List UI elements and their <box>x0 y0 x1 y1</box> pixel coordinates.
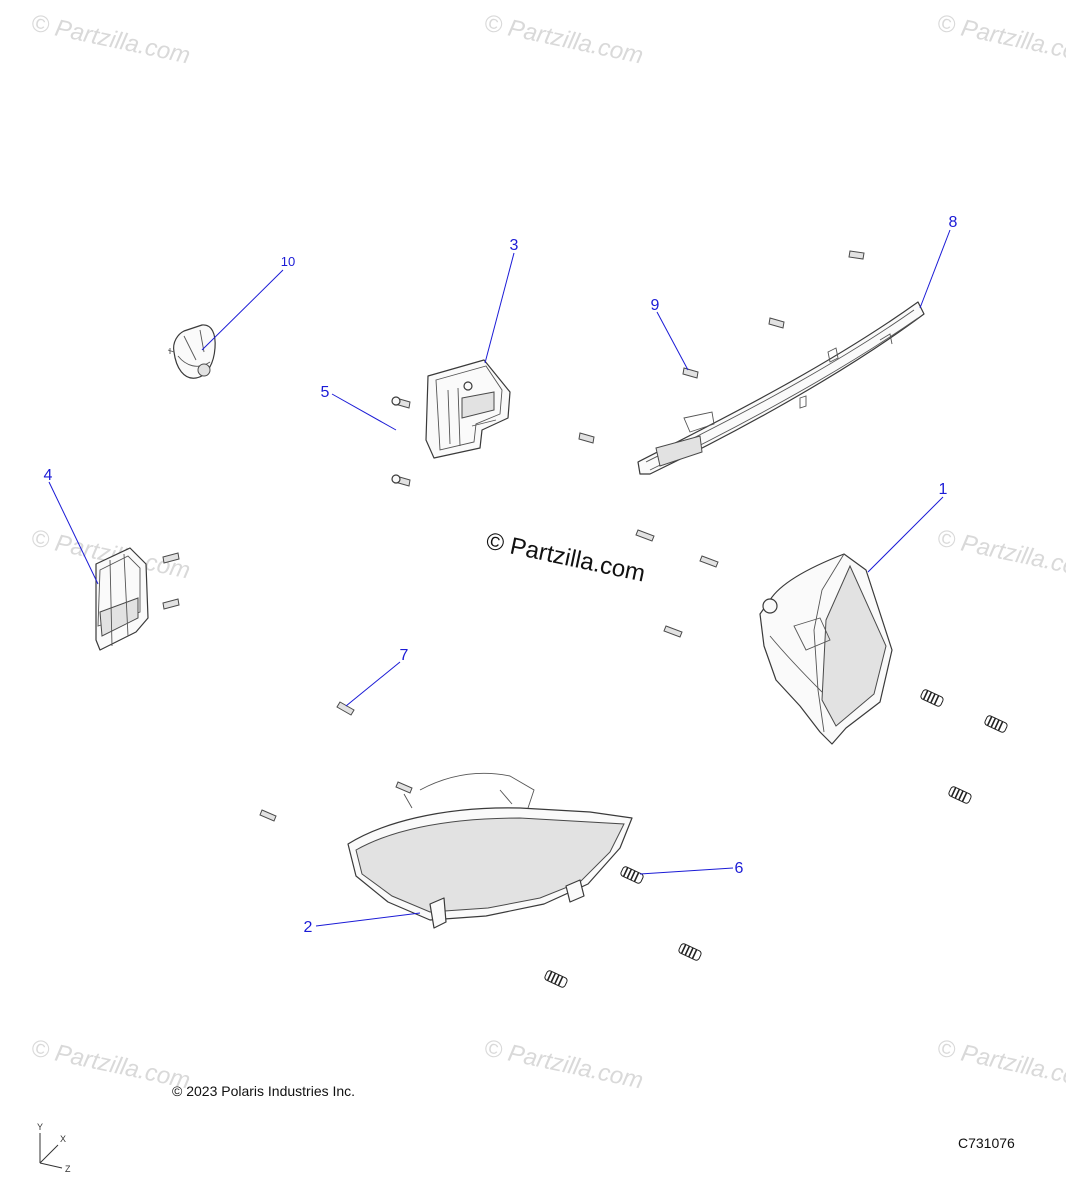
watermark-bottom-center: © Partzilla.com <box>482 1034 646 1094</box>
leader-6 <box>639 867 734 875</box>
screws-part-9 <box>578 250 865 444</box>
part-4-drawing <box>95 547 149 651</box>
callout-8[interactable]: 8 <box>949 214 958 231</box>
watermark-top-left: © Partzilla.com <box>29 9 193 69</box>
center-watermark: © Partzilla.com <box>484 527 648 587</box>
leader-2 <box>315 912 421 927</box>
leader-5 <box>331 393 397 431</box>
leader-10 <box>201 269 284 351</box>
leader-4 <box>48 481 99 585</box>
axis-triad-icon: Y X Z <box>37 1122 71 1174</box>
bolts-part-5 <box>391 396 411 487</box>
callout-4[interactable]: 4 <box>44 467 53 484</box>
leader-1 <box>867 496 944 573</box>
part-10-drawing <box>167 324 216 379</box>
watermark-bottom-left: © Partzilla.com <box>29 1034 193 1094</box>
springs-part-6 <box>544 689 1008 988</box>
callout-9[interactable]: 9 <box>651 297 660 314</box>
leader-7 <box>345 661 401 707</box>
leader-9 <box>656 311 689 371</box>
callout-5[interactable]: 5 <box>321 384 330 401</box>
callout-2[interactable]: 2 <box>304 919 313 936</box>
callout-labels: 1 2 3 4 5 6 7 8 9 10 <box>44 214 958 936</box>
axis-x-label: X <box>60 1134 66 1144</box>
part-3-drawing <box>425 359 511 459</box>
leader-3 <box>484 252 515 364</box>
screws-part-7 <box>259 529 719 822</box>
watermark-bottom-right: © Partzilla.com <box>935 1034 1066 1094</box>
part-8-drawing <box>637 301 925 475</box>
leader-lines <box>48 229 951 927</box>
part-1-drawing <box>759 553 893 745</box>
bolts-part-4 <box>162 552 180 610</box>
copyright-text: © 2023 Polaris Industries Inc. <box>172 1083 355 1099</box>
callout-7[interactable]: 7 <box>400 647 409 664</box>
leader-8 <box>919 229 951 309</box>
watermark-top-center: © Partzilla.com <box>482 9 646 69</box>
diagram-code: C731076 <box>958 1135 1015 1151</box>
callout-3[interactable]: 3 <box>510 237 519 254</box>
axis-z-label: Z <box>65 1164 71 1174</box>
watermark-top-right: © Partzilla.com <box>935 9 1066 69</box>
callout-1[interactable]: 1 <box>939 481 948 498</box>
callout-10[interactable]: 10 <box>281 254 295 269</box>
axis-y-label: Y <box>37 1122 43 1132</box>
part-2-drawing <box>347 772 633 929</box>
callout-6[interactable]: 6 <box>735 860 744 877</box>
watermark-middle-right: © Partzilla.com <box>935 524 1066 584</box>
